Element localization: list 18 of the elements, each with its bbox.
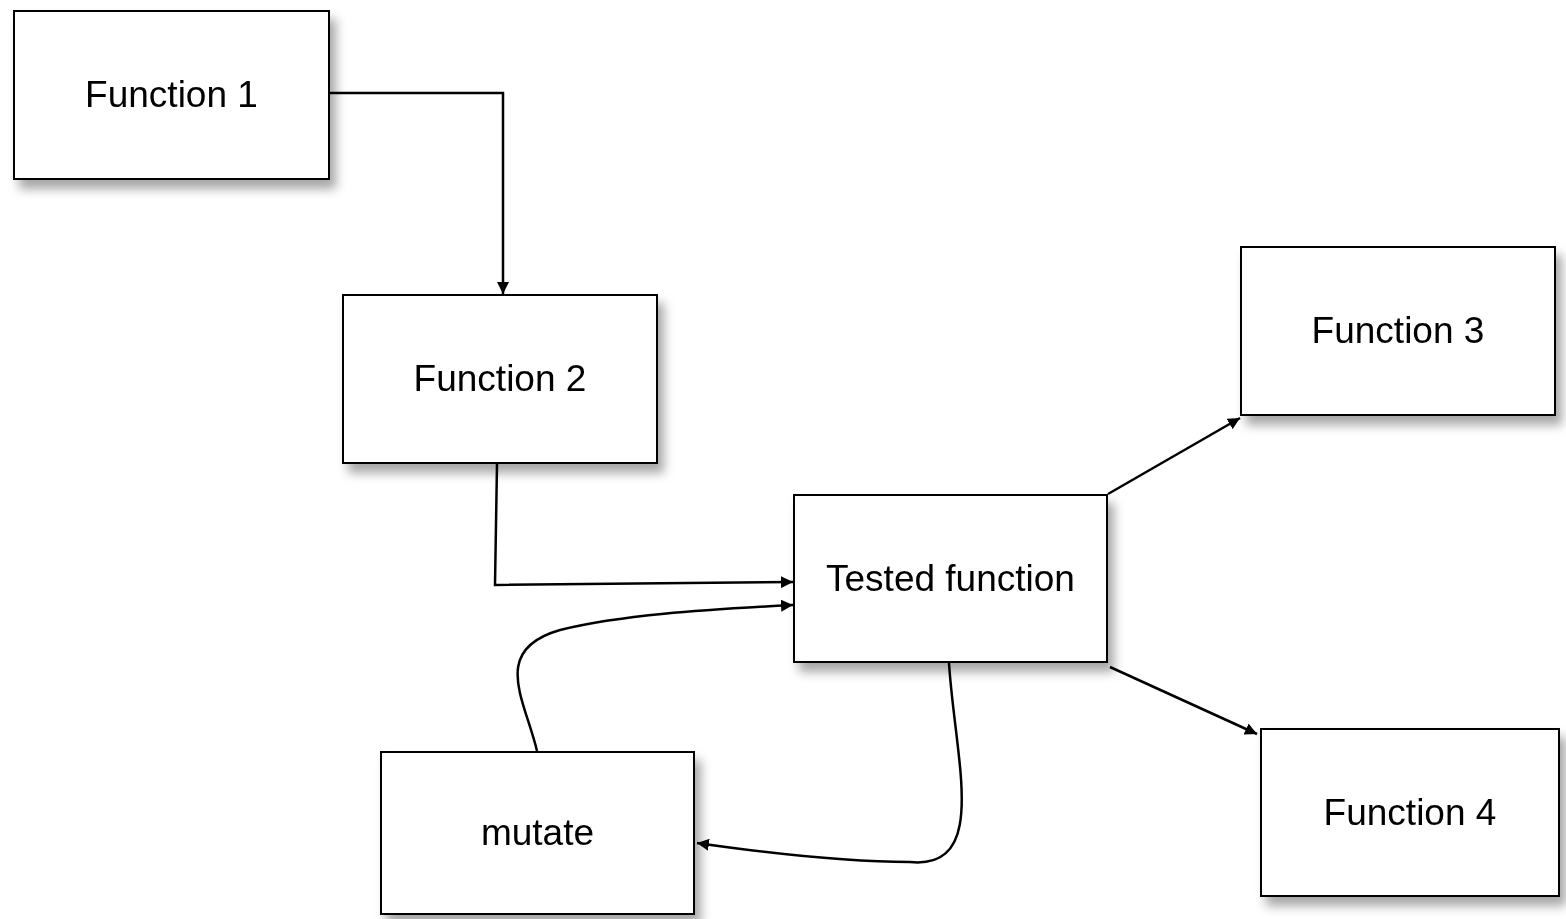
arrow [696,662,963,864]
process-box [342,294,658,464]
arrow [1109,665,1258,736]
arrow [493,464,793,589]
box-label: mutate [480,812,595,854]
process-box [1260,728,1560,897]
arrow [1107,416,1241,496]
process-box [793,494,1108,663]
box-label: Function 2 [413,358,587,400]
box-label: Function 4 [1323,791,1497,834]
box-label: Tested function [826,557,1075,600]
arrow [330,91,509,294]
box-label: Function 3 [1311,310,1485,352]
process-box [1240,246,1556,416]
arrow [516,599,794,752]
box-label: Function 1 [85,74,258,116]
process-box [13,10,330,180]
process-box [380,751,695,915]
